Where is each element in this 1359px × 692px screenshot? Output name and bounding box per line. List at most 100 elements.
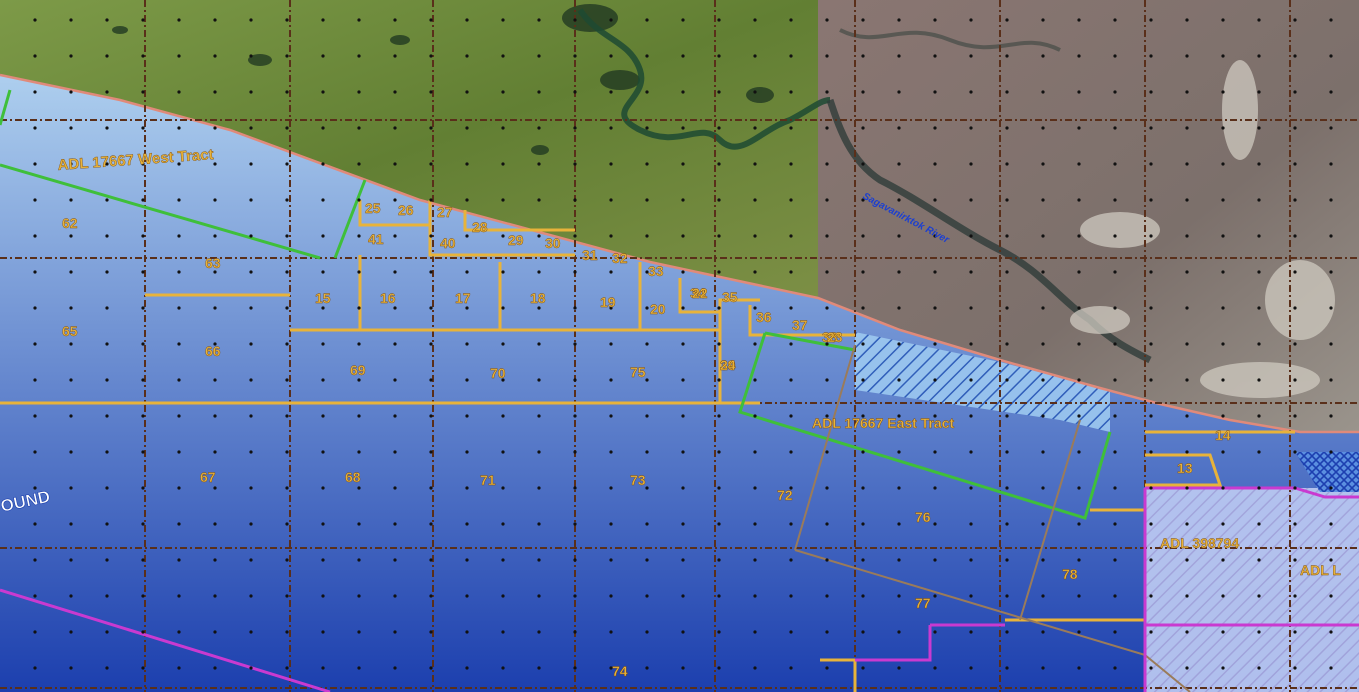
section-marker xyxy=(177,414,181,418)
section-marker xyxy=(1113,450,1117,454)
section-marker xyxy=(717,234,721,238)
section-marker xyxy=(1257,630,1261,634)
section-marker xyxy=(681,378,685,382)
section-marker xyxy=(357,342,361,346)
section-marker xyxy=(285,126,289,130)
section-marker xyxy=(1329,126,1333,130)
section-marker xyxy=(465,270,469,274)
section-marker xyxy=(897,198,901,202)
section-marker xyxy=(1041,126,1045,130)
section-marker xyxy=(465,18,469,22)
section-marker xyxy=(177,270,181,274)
section-marker xyxy=(465,666,469,670)
section-marker xyxy=(393,162,397,166)
section-marker xyxy=(141,522,145,526)
section-marker xyxy=(861,270,865,274)
section-marker xyxy=(933,54,937,58)
section-marker xyxy=(393,306,397,310)
section-marker xyxy=(645,90,649,94)
section-marker xyxy=(573,162,577,166)
section-marker xyxy=(1041,270,1045,274)
section-marker xyxy=(1293,450,1297,454)
section-marker xyxy=(1221,162,1225,166)
section-marker xyxy=(645,18,649,22)
section-marker xyxy=(249,450,253,454)
lease-number-label: 72 xyxy=(777,487,793,503)
section-marker xyxy=(1113,18,1117,22)
section-marker xyxy=(1041,18,1045,22)
section-marker xyxy=(1005,414,1009,418)
section-marker xyxy=(1329,594,1333,598)
section-marker xyxy=(1041,54,1045,58)
section-marker xyxy=(213,90,217,94)
section-marker xyxy=(501,450,505,454)
section-marker xyxy=(249,234,253,238)
section-marker xyxy=(1185,18,1189,22)
section-marker xyxy=(465,342,469,346)
section-marker xyxy=(1329,666,1333,670)
section-marker xyxy=(213,306,217,310)
magenta-lease-boundaries xyxy=(0,486,1359,692)
section-marker xyxy=(1113,558,1117,562)
section-marker xyxy=(1149,486,1153,490)
section-marker xyxy=(1005,270,1009,274)
section-marker xyxy=(105,270,109,274)
section-marker xyxy=(1005,306,1009,310)
section-marker xyxy=(141,450,145,454)
section-marker xyxy=(933,378,937,382)
section-marker xyxy=(537,90,541,94)
section-marker xyxy=(897,630,901,634)
section-marker xyxy=(1329,378,1333,382)
section-marker xyxy=(1077,90,1081,94)
section-marker xyxy=(1185,414,1189,418)
section-marker xyxy=(249,594,253,598)
section-marker xyxy=(1221,126,1225,130)
section-marker xyxy=(321,234,325,238)
lease-number-label: 18 xyxy=(530,290,546,306)
section-marker xyxy=(933,558,937,562)
section-marker xyxy=(1257,666,1261,670)
section-marker xyxy=(1041,486,1045,490)
section-marker xyxy=(825,54,829,58)
section-marker xyxy=(429,126,433,130)
section-marker xyxy=(645,594,649,598)
section-marker xyxy=(1221,198,1225,202)
section-marker xyxy=(1149,378,1153,382)
section-marker xyxy=(789,270,793,274)
section-marker xyxy=(141,414,145,418)
section-marker xyxy=(825,522,829,526)
section-marker xyxy=(249,342,253,346)
section-marker xyxy=(609,414,613,418)
section-marker xyxy=(429,666,433,670)
crosshatched-lease xyxy=(1295,452,1359,492)
section-marker xyxy=(1221,234,1225,238)
section-marker xyxy=(141,486,145,490)
section-marker xyxy=(645,306,649,310)
section-marker xyxy=(717,450,721,454)
section-marker xyxy=(537,486,541,490)
lease-number-label: 76 xyxy=(915,509,931,525)
section-marker xyxy=(933,198,937,202)
section-marker xyxy=(285,414,289,418)
section-marker xyxy=(681,594,685,598)
river-meander xyxy=(577,8,831,150)
section-marker xyxy=(33,90,37,94)
section-marker xyxy=(1257,90,1261,94)
section-marker xyxy=(789,162,793,166)
section-marker xyxy=(1041,198,1045,202)
lease-number-label: 13 xyxy=(1177,460,1193,476)
section-marker xyxy=(717,18,721,22)
section-marker xyxy=(825,306,829,310)
section-marker xyxy=(789,666,793,670)
section-marker xyxy=(393,54,397,58)
section-marker xyxy=(717,558,721,562)
section-marker xyxy=(861,594,865,598)
section-marker xyxy=(1257,162,1261,166)
section-marker xyxy=(1221,306,1225,310)
section-marker xyxy=(249,666,253,670)
section-marker xyxy=(357,198,361,202)
section-marker xyxy=(753,54,757,58)
section-marker xyxy=(1113,342,1117,346)
